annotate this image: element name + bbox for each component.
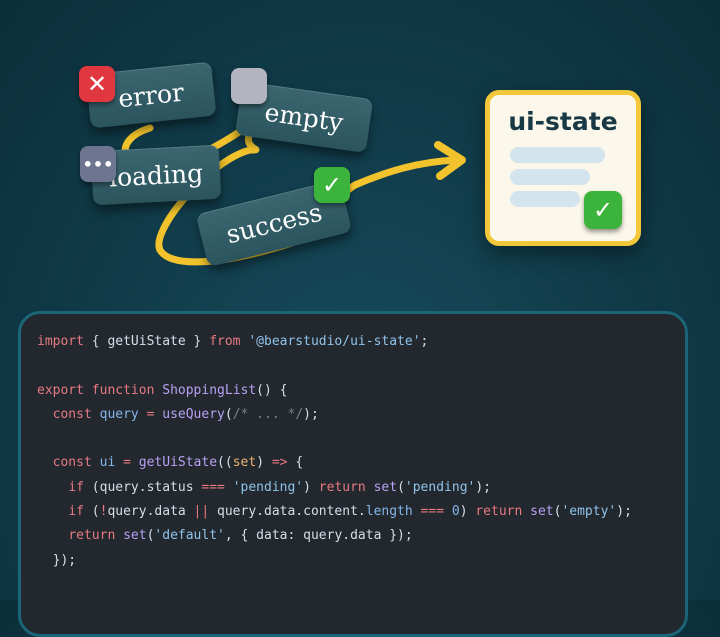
ellipsis-icon: ••• [80, 146, 116, 182]
check-icon: ✓ [584, 191, 622, 229]
code-token: length [365, 504, 413, 520]
code-token [366, 480, 374, 495]
code-line: const query = useQuery(/* ... */); [37, 403, 632, 427]
code-token: (( [217, 455, 233, 471]
code-token [115, 455, 123, 470]
code-token: = [146, 406, 155, 422]
blank-square-icon [231, 68, 267, 104]
code-token: ( [83, 504, 100, 520]
code-token: }); [37, 552, 77, 568]
code-token: ( [224, 406, 233, 422]
code-block: import { getUiState } from '@bearstudio/… [18, 311, 688, 637]
placeholder-bar [510, 147, 605, 163]
code-token [37, 455, 53, 470]
code-token: ( [553, 504, 562, 520]
code-token [413, 504, 421, 519]
code-lines: import { getUiState } from '@bearstudio/… [37, 330, 632, 573]
code-line [37, 427, 632, 451]
x-icon: ✕ [79, 66, 115, 102]
code-token: const [52, 406, 92, 422]
code-token [84, 383, 92, 398]
code-token [37, 480, 68, 495]
code-token: set [373, 479, 398, 495]
code-token: import [37, 334, 84, 349]
code-token: , { data: query.data }); [224, 528, 413, 544]
code-token: /* ... */ [232, 406, 304, 422]
code-token [37, 407, 53, 422]
code-token: set [232, 455, 257, 471]
code-token: () { [256, 382, 288, 398]
code-token: 'pending' [232, 479, 304, 495]
code-token: function [91, 382, 155, 398]
code-token: => [271, 455, 288, 471]
code-line: import { getUiState } from '@bearstudio/… [37, 330, 632, 354]
code-token: ) [303, 479, 319, 495]
code-token: ) [256, 455, 272, 471]
code-token: ; [420, 334, 429, 349]
code-token: ); [475, 479, 492, 495]
code-token: export [37, 382, 84, 398]
code-line: return set('default', { data: query.data… [37, 524, 632, 548]
placeholder-bar [510, 169, 590, 185]
code-token: query [99, 406, 139, 422]
code-line [37, 354, 632, 378]
code-token: from [209, 334, 241, 349]
code-token: query.data [107, 504, 194, 520]
code-token: getUiState [138, 455, 218, 471]
code-token: return [68, 528, 116, 544]
code-token: 'pending' [404, 479, 476, 495]
code-token: ( [397, 479, 405, 495]
code-token: return [475, 504, 523, 520]
code-token: ! [99, 504, 108, 520]
code-line: export function ShoppingList() { [37, 379, 632, 403]
code-token: ); [616, 504, 632, 520]
code-token: === [420, 504, 445, 520]
code-token: '@bearstudio/ui-state' [248, 334, 421, 349]
code-token: useQuery [162, 406, 225, 422]
code-token [444, 504, 452, 519]
code-token: query.data.content. [209, 504, 366, 520]
code-token: if [68, 504, 84, 520]
code-token: || [193, 504, 210, 520]
code-token: ); [303, 406, 319, 422]
code-token: 'default' [154, 528, 225, 544]
code-line: }); [37, 549, 632, 573]
code-line: if (!query.data || query.data.content.le… [37, 500, 632, 524]
code-token [92, 407, 100, 422]
code-token: const [52, 455, 92, 471]
code-token [37, 504, 68, 519]
code-token [37, 528, 68, 543]
code-token: set [530, 504, 554, 520]
code-token: { [287, 455, 304, 471]
code-token [139, 407, 147, 422]
code-token: if [68, 479, 84, 495]
code-token [522, 504, 530, 519]
ui-state-card: ui-state ✓ [485, 90, 641, 246]
code-line: const ui = getUiState((set) => { [37, 451, 632, 475]
code-token: === [201, 479, 225, 495]
code-token [131, 455, 139, 470]
placeholder-bar [510, 191, 580, 207]
code-token: ( [146, 528, 155, 544]
code-token: ) [459, 504, 476, 520]
code-token: return [318, 479, 366, 495]
code-token: ShoppingList [162, 382, 257, 398]
code-line: if (query.status === 'pending') return s… [37, 476, 632, 500]
code-token [115, 528, 123, 543]
code-token: { getUiState } [83, 334, 210, 349]
code-token: 'empty' [561, 504, 617, 520]
code-token [92, 455, 100, 470]
code-token: = [123, 455, 131, 471]
code-token [225, 480, 233, 495]
code-token: ui [99, 455, 116, 471]
code-token: set [123, 528, 147, 544]
check-icon: ✓ [314, 167, 350, 203]
code-token: 0 [451, 504, 460, 520]
code-token: (query.status [83, 479, 202, 495]
